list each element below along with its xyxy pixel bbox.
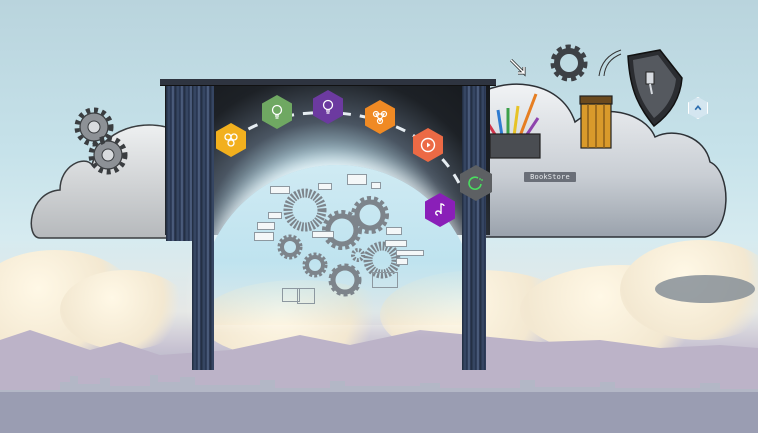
diagram-block	[312, 231, 334, 238]
play-circle-icon	[413, 128, 443, 162]
mountains	[0, 330, 758, 390]
storm-cloud	[655, 275, 755, 303]
cloud-label: BookStore	[524, 172, 576, 182]
right-curtain	[462, 86, 486, 370]
diagram-block	[396, 258, 408, 265]
left-curtain-top	[166, 86, 192, 241]
shield-usb-icon	[627, 49, 683, 128]
diagram-block	[257, 222, 275, 230]
diagram-block	[318, 183, 332, 190]
diagram-block	[282, 288, 300, 302]
motion-lines	[598, 49, 622, 77]
diagram-block	[386, 227, 402, 235]
ground	[0, 392, 758, 433]
diagram-block	[268, 212, 282, 219]
trash-bin-icon	[579, 95, 613, 149]
diagram-block	[347, 174, 367, 185]
diagram-block	[254, 232, 274, 241]
background-cloud	[60, 270, 190, 350]
diagram-block	[297, 288, 315, 304]
curtain-rod	[160, 79, 496, 86]
upload-chevron-icon	[688, 97, 708, 119]
diagram-block	[371, 182, 381, 189]
arrow-cursor-icon	[509, 58, 526, 77]
gears-icon	[74, 107, 128, 175]
icon-arc	[231, 111, 462, 186]
network-nodes-icon	[216, 123, 246, 157]
diagram-block	[396, 250, 424, 256]
diagram-block	[372, 272, 398, 288]
diagram-block	[385, 240, 407, 247]
music-note-icon	[425, 193, 455, 227]
gear-icon	[550, 44, 588, 82]
right-cloud	[474, 83, 727, 238]
left-curtain	[192, 86, 214, 370]
diagram-block	[270, 186, 290, 194]
refresh-power-icon	[460, 165, 492, 201]
